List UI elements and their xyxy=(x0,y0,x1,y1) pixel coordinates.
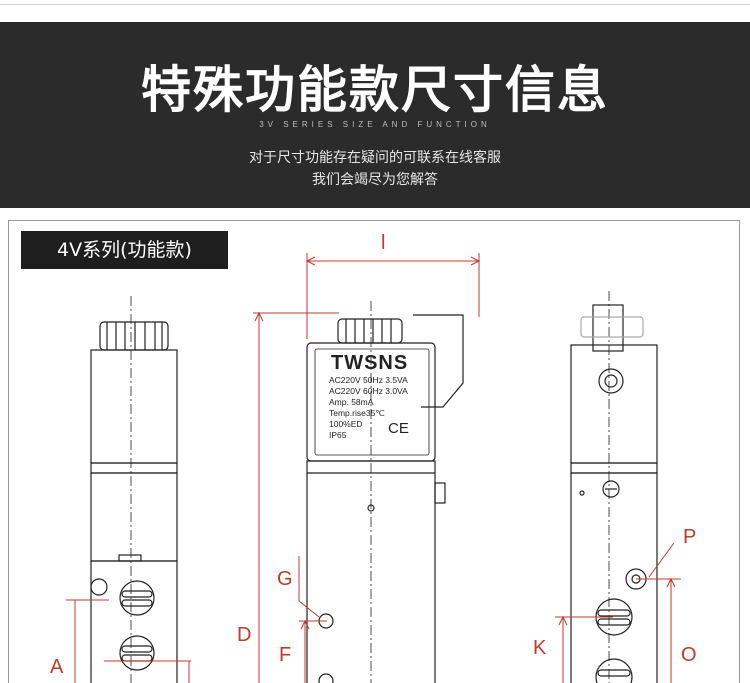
top-rule xyxy=(0,4,750,5)
dim-g-lines xyxy=(298,556,320,618)
left-view xyxy=(90,296,178,683)
dim-d-label: D xyxy=(237,624,251,646)
dim-l-label: l xyxy=(381,232,385,254)
coil-spec-line-1: AC220V 50Hz 3.5VA xyxy=(329,375,408,385)
coil-brand: TWSNS xyxy=(331,352,408,374)
dim-d-lines xyxy=(253,311,339,683)
dim-o-label: O xyxy=(681,644,697,666)
header-banner: 特殊功能款尺寸信息 3V SERIES SIZE AND FUNCTION 对于… xyxy=(0,22,750,208)
series-tag: 4V系列(功能款) xyxy=(21,231,228,269)
dim-k-lines xyxy=(555,615,613,683)
coil-spec-line-4: Temp.rise35℃ xyxy=(329,408,385,418)
page-subtitle: 3V SERIES SIZE AND FUNCTION xyxy=(259,120,491,129)
dim-g-label: G xyxy=(277,568,293,590)
dimension-drawing: 4V系列(功能款) xyxy=(8,220,740,683)
dim-a-lines xyxy=(66,599,191,683)
dim-p-label: P xyxy=(683,526,696,548)
dim-a-label: A xyxy=(50,656,64,678)
valve-drawing-svg: A TWSNS AC220V 50Hz 3.5VA AC220V 6 xyxy=(50,232,697,683)
dim-k-label: K xyxy=(533,637,547,659)
center-view xyxy=(306,301,464,683)
dim-f-lines xyxy=(299,619,327,683)
coil-spec-line-3: Amp. 58mA xyxy=(329,397,374,407)
dim-p-lines xyxy=(636,542,681,683)
dim-l-lines xyxy=(305,253,481,339)
dim-f-label: F xyxy=(279,644,291,666)
coil-spec-line-5: 100%ED xyxy=(329,419,363,429)
coil-spec-line-6: IP65 xyxy=(329,430,347,440)
description-line-1: 对于尺寸功能存在疑问的可联系在线客服 xyxy=(249,150,501,166)
ce-mark: CE xyxy=(388,420,409,437)
page-title: 特殊功能款尺寸信息 xyxy=(141,61,609,119)
right-view xyxy=(570,291,658,683)
top-divider xyxy=(0,0,750,22)
description-line-2: 我们会竭尽为您解答 xyxy=(312,172,438,188)
coil-spec-line-2: AC220V 60Hz 3.0VA xyxy=(329,386,408,396)
